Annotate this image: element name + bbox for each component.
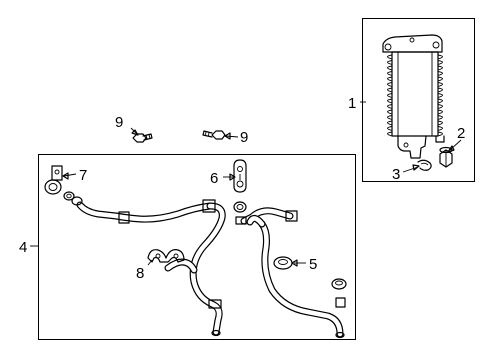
line-clamp bbox=[233, 159, 247, 193]
bolt-left bbox=[132, 133, 153, 143]
cooler-fin-left bbox=[387, 65, 393, 71]
retaining-clip bbox=[417, 159, 432, 171]
callout-6: 6 bbox=[210, 170, 218, 187]
callout-9-left: 9 bbox=[115, 114, 123, 131]
callout-5: 5 bbox=[309, 256, 317, 273]
cooler-fin-left bbox=[387, 126, 393, 131]
cooler-fin-left bbox=[387, 76, 393, 82]
cooler-fin-left bbox=[387, 131, 393, 137]
cooler-fin-right bbox=[437, 109, 443, 115]
cooler-fin-right bbox=[437, 76, 443, 82]
line-bracket-clamp bbox=[44, 165, 75, 201]
cooler-fin-left bbox=[387, 109, 393, 115]
callout-9-right: 9 bbox=[240, 129, 248, 146]
cooler-fin-right bbox=[437, 71, 443, 76]
lines-assembly-frame bbox=[38, 154, 356, 340]
cooler-fins bbox=[387, 54, 443, 137]
cooler-line-branch bbox=[164, 258, 198, 274]
cooler-fin-left bbox=[387, 120, 393, 126]
callout-2: 2 bbox=[457, 125, 465, 142]
cooler-assembly-frame bbox=[362, 18, 475, 182]
oil-cooler bbox=[382, 34, 445, 159]
cooler-fin-right bbox=[437, 115, 443, 120]
cooler-fin-left bbox=[387, 60, 393, 65]
cooler-fin-right bbox=[437, 82, 443, 87]
cooler-fin-right bbox=[437, 104, 443, 109]
cooler-fin-left bbox=[387, 87, 393, 93]
cooler-fin-right bbox=[437, 126, 443, 131]
cooler-fin-left bbox=[387, 71, 393, 76]
double-line-clip bbox=[147, 249, 185, 263]
cooler-fin-left bbox=[387, 115, 393, 120]
o-ring-upper bbox=[233, 201, 247, 213]
callout-4: 4 bbox=[19, 239, 27, 256]
cooler-fin-right bbox=[437, 54, 443, 60]
cooler-fin-right bbox=[437, 98, 443, 104]
cooler-line-left bbox=[71, 196, 226, 337]
leader-lines bbox=[30, 101, 462, 267]
cooler-fin-left bbox=[387, 98, 393, 104]
cooler-fin-left bbox=[387, 54, 393, 60]
bolt-right bbox=[202, 130, 226, 140]
cooler-fin-left bbox=[387, 82, 393, 87]
fitting-nut bbox=[439, 146, 453, 168]
callout-3: 3 bbox=[392, 166, 400, 183]
cooler-fin-right bbox=[437, 60, 443, 65]
cooler-fin-left bbox=[387, 104, 393, 109]
cooler-fin-right bbox=[437, 120, 443, 126]
callout-8: 8 bbox=[136, 265, 144, 282]
cooler-fin-right bbox=[437, 93, 443, 98]
cooler-line-right bbox=[235, 207, 346, 339]
callout-1: 1 bbox=[348, 95, 356, 112]
cooler-fin-left bbox=[387, 93, 393, 98]
cooler-fin-right bbox=[437, 87, 443, 93]
callout-7: 7 bbox=[79, 167, 87, 184]
cooler-fin-right bbox=[437, 131, 443, 137]
cooler-fin-right bbox=[437, 65, 443, 71]
